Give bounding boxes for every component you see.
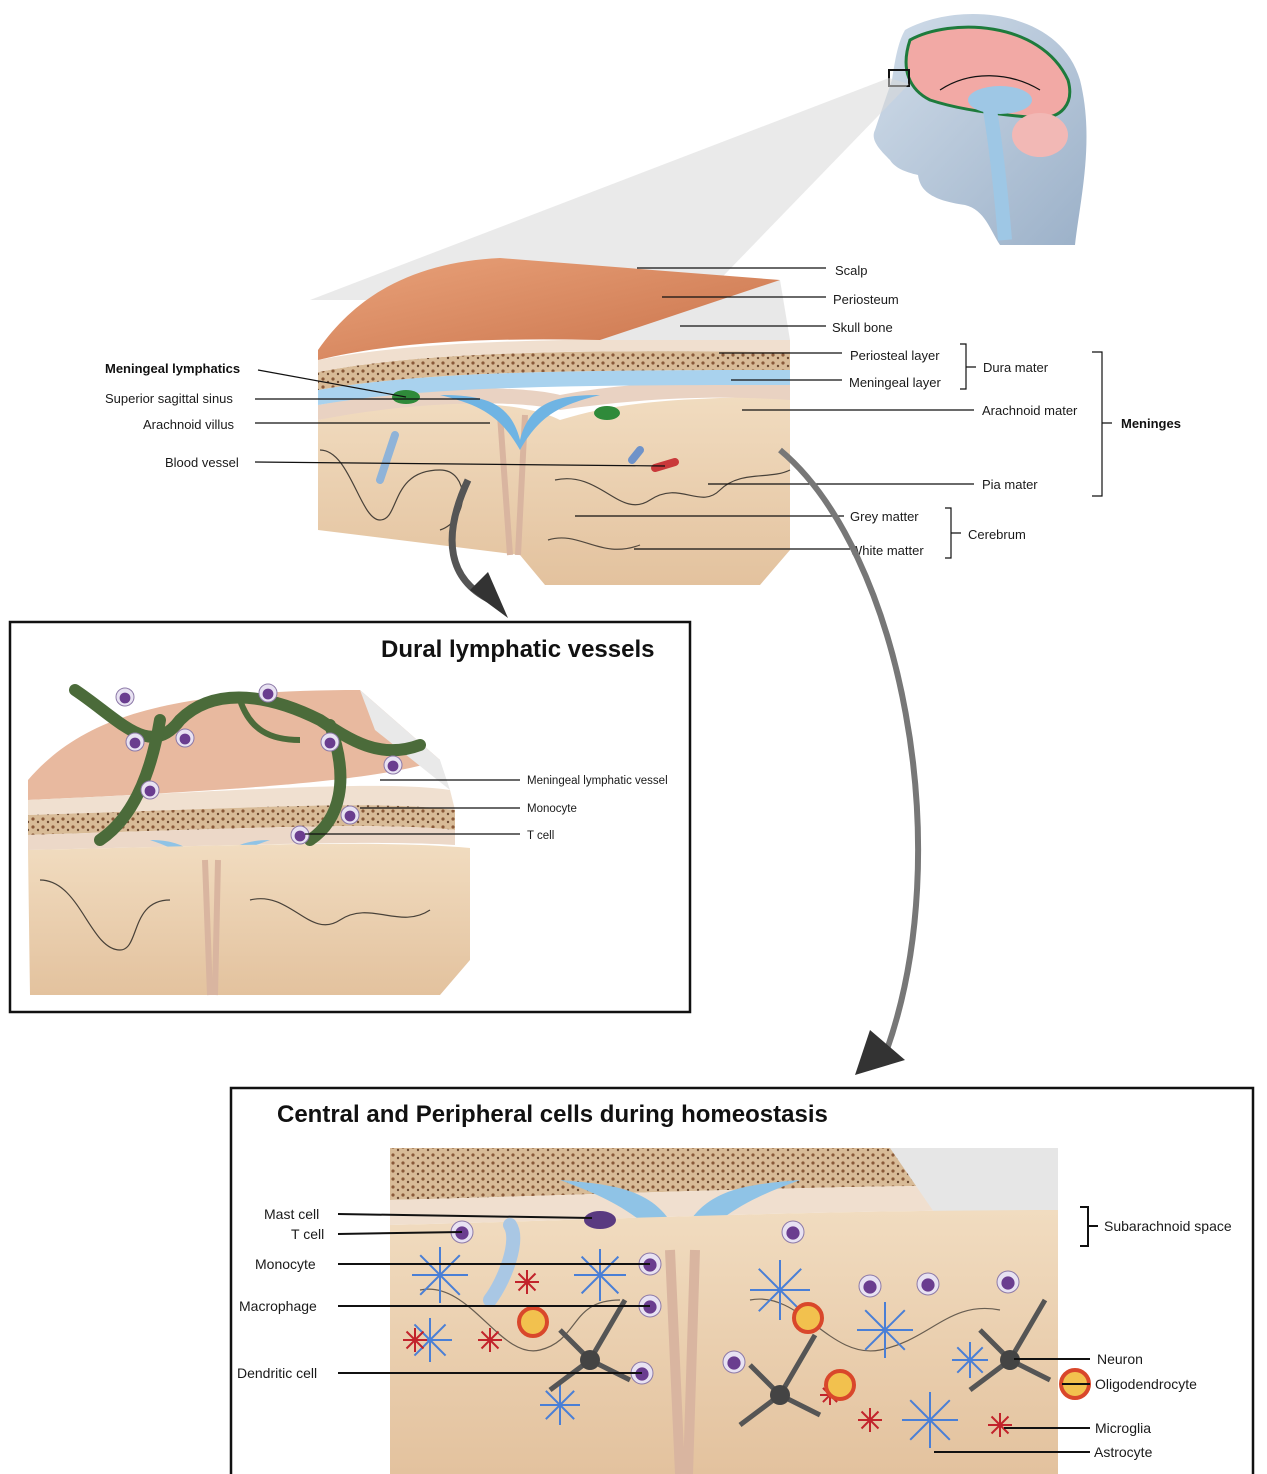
label-meningeal-lymphatics: Meningeal lymphatics — [105, 361, 240, 376]
label-meningeal-lymphatic-vessel: Meningeal lymphatic vessel — [527, 775, 668, 787]
label-cerebrum: Cerebrum — [968, 527, 1026, 542]
label-arachnoid-mater: Arachnoid mater — [982, 403, 1078, 418]
microglia-cell — [515, 1270, 539, 1294]
astrocyte-cell — [412, 1247, 468, 1303]
oligodendrocyte-cell — [794, 1304, 822, 1332]
panel-immune-cell — [917, 1273, 939, 1295]
dural-immune-cell — [341, 806, 359, 824]
dural-immune-cell — [259, 684, 277, 702]
label-meninges: Meninges — [1121, 416, 1181, 431]
microglia-cell — [403, 1328, 427, 1352]
head-illustration — [874, 14, 1087, 245]
microglia-cell — [988, 1413, 1012, 1437]
label-panel-monocyte: Monocyte — [255, 1256, 316, 1272]
label-panel-tcell: T cell — [291, 1226, 324, 1242]
dural-immune-cell — [321, 733, 339, 751]
dural-immune-cell — [291, 826, 309, 844]
dural-immune-cell — [126, 733, 144, 751]
label-subarachnoid-space: Subarachnoid space — [1104, 1218, 1232, 1234]
dural-immune-cell — [176, 729, 194, 747]
panel-immune-cell — [997, 1271, 1019, 1293]
label-astrocyte: Astrocyte — [1094, 1444, 1153, 1460]
label-neuron: Neuron — [1097, 1351, 1143, 1367]
label-meningeal-layer: Meningeal layer — [849, 375, 941, 390]
label-periosteal-layer: Periosteal layer — [850, 348, 940, 363]
label-superior-sagittal-sinus: Superior sagittal sinus — [105, 391, 233, 406]
label-skull-bone: Skull bone — [832, 320, 893, 335]
dural-immune-cell — [116, 688, 134, 706]
oligodendrocyte-cell — [519, 1308, 547, 1336]
label-scalp: Scalp — [835, 263, 868, 278]
label-oligodendrocyte: Oligodendrocyte — [1095, 1376, 1197, 1392]
label-microglia: Microglia — [1095, 1420, 1151, 1436]
cells-panel — [231, 1088, 1253, 1474]
panel-immune-cell — [859, 1275, 881, 1297]
dural-immune-cell — [141, 781, 159, 799]
arrow-to-cells-panel — [780, 450, 918, 1055]
astrocyte-cell — [952, 1342, 988, 1378]
panel-immune-cell — [723, 1351, 745, 1373]
label-pia-mater: Pia mater — [982, 477, 1038, 492]
astrocyte-cell — [857, 1302, 913, 1358]
astrocyte-cell — [540, 1385, 580, 1425]
label-dendritic-cell: Dendritic cell — [237, 1365, 317, 1381]
microglia-cell — [478, 1328, 502, 1352]
label-blood-vessel: Blood vessel — [165, 455, 239, 470]
oligodendrocyte-cell — [826, 1371, 854, 1399]
panel-immune-cell — [782, 1221, 804, 1243]
label-dura-mater: Dura mater — [983, 360, 1049, 375]
label-dural-monocyte: Monocyte — [527, 803, 577, 815]
label-mast-cell: Mast cell — [264, 1206, 319, 1222]
cells-panel-title: Central and Peripheral cells during home… — [277, 1101, 828, 1128]
dural-immune-cell — [384, 756, 402, 774]
label-white-matter: White matter — [850, 543, 924, 558]
label-macrophage: Macrophage — [239, 1298, 317, 1314]
label-periosteum: Periosteum — [833, 292, 899, 307]
meninges-block — [318, 258, 790, 585]
microglia-cell — [858, 1408, 882, 1432]
mast-cell — [584, 1211, 616, 1229]
label-grey-matter: Grey matter — [850, 509, 919, 524]
dural-panel-title: Dural lymphatic vessels — [381, 636, 654, 663]
astrocyte-cell — [902, 1392, 958, 1448]
label-arachnoid-villus: Arachnoid villus — [143, 417, 235, 432]
astrocyte-cell — [574, 1249, 626, 1301]
label-dural-tcell: T cell — [527, 830, 554, 842]
